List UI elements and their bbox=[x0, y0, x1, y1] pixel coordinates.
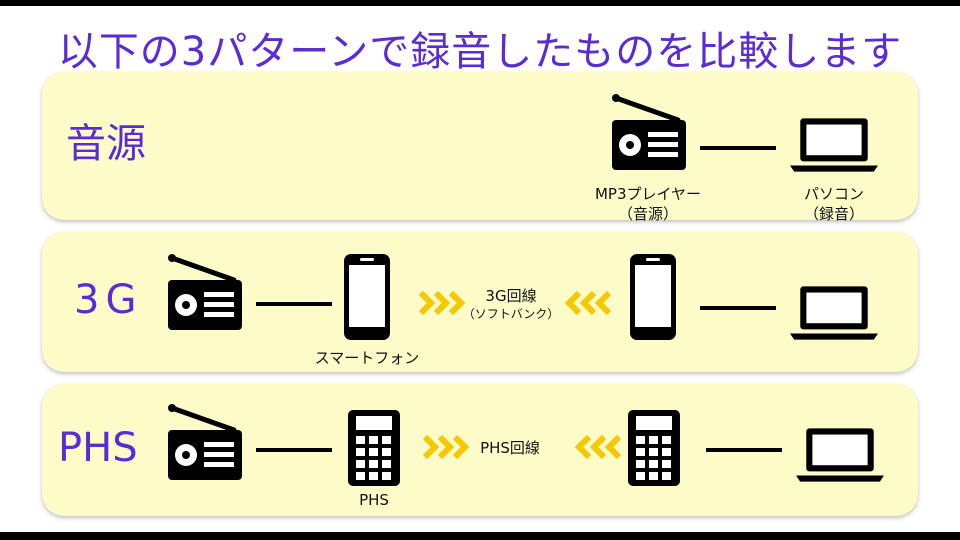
phs-phone-icon bbox=[346, 408, 402, 488]
connector-line bbox=[700, 146, 776, 150]
connector-line bbox=[256, 302, 332, 306]
pc-sub-caption: （録音） bbox=[803, 205, 864, 223]
player-sub-caption: （音源） bbox=[617, 205, 678, 223]
chevron-left-icon bbox=[562, 288, 612, 318]
radio-icon bbox=[164, 252, 244, 332]
smartphone-icon bbox=[628, 252, 678, 342]
laptop-icon bbox=[794, 424, 886, 486]
panel-3g: 3G 3G回線 （ソフトバンク） スマートフォン bbox=[42, 232, 918, 372]
panel-source: 音源 MP3プレイヤー （音源） パソコン （録音） bbox=[42, 72, 918, 223]
panel-phs: PHS PHS回線 PHS bbox=[42, 384, 918, 516]
connector-line bbox=[706, 448, 782, 452]
connector-line bbox=[700, 306, 776, 310]
device-caption: スマートフォン bbox=[314, 349, 420, 367]
link-sub-caption: （ソフトバンク） bbox=[462, 307, 560, 321]
radio-icon bbox=[608, 92, 688, 172]
slide-title: 以下の3パターンで録音したものを比較します bbox=[57, 29, 903, 75]
device-caption: PHS bbox=[359, 491, 389, 509]
laptop-icon bbox=[788, 114, 880, 176]
link-caption: 3G回線 bbox=[485, 287, 537, 305]
row-label-3g: 3G bbox=[74, 277, 143, 323]
chevron-left-icon bbox=[572, 432, 622, 462]
slide: 以下の3パターンで録音したものを比較します 音源 MP3プレイヤー （音源） パ… bbox=[0, 6, 960, 532]
radio-icon bbox=[164, 402, 244, 482]
chevron-right-icon bbox=[422, 432, 472, 462]
laptop-icon bbox=[788, 282, 880, 344]
link-caption: PHS回線 bbox=[480, 439, 540, 457]
row-label-source: 音源 bbox=[66, 121, 146, 167]
player-caption: MP3プレイヤー bbox=[594, 185, 702, 203]
phs-phone-icon bbox=[626, 408, 682, 488]
smartphone-icon bbox=[342, 252, 392, 342]
row-label-phs: PHS bbox=[58, 425, 138, 471]
connector-line bbox=[256, 448, 332, 452]
pc-caption: パソコン bbox=[803, 185, 864, 203]
